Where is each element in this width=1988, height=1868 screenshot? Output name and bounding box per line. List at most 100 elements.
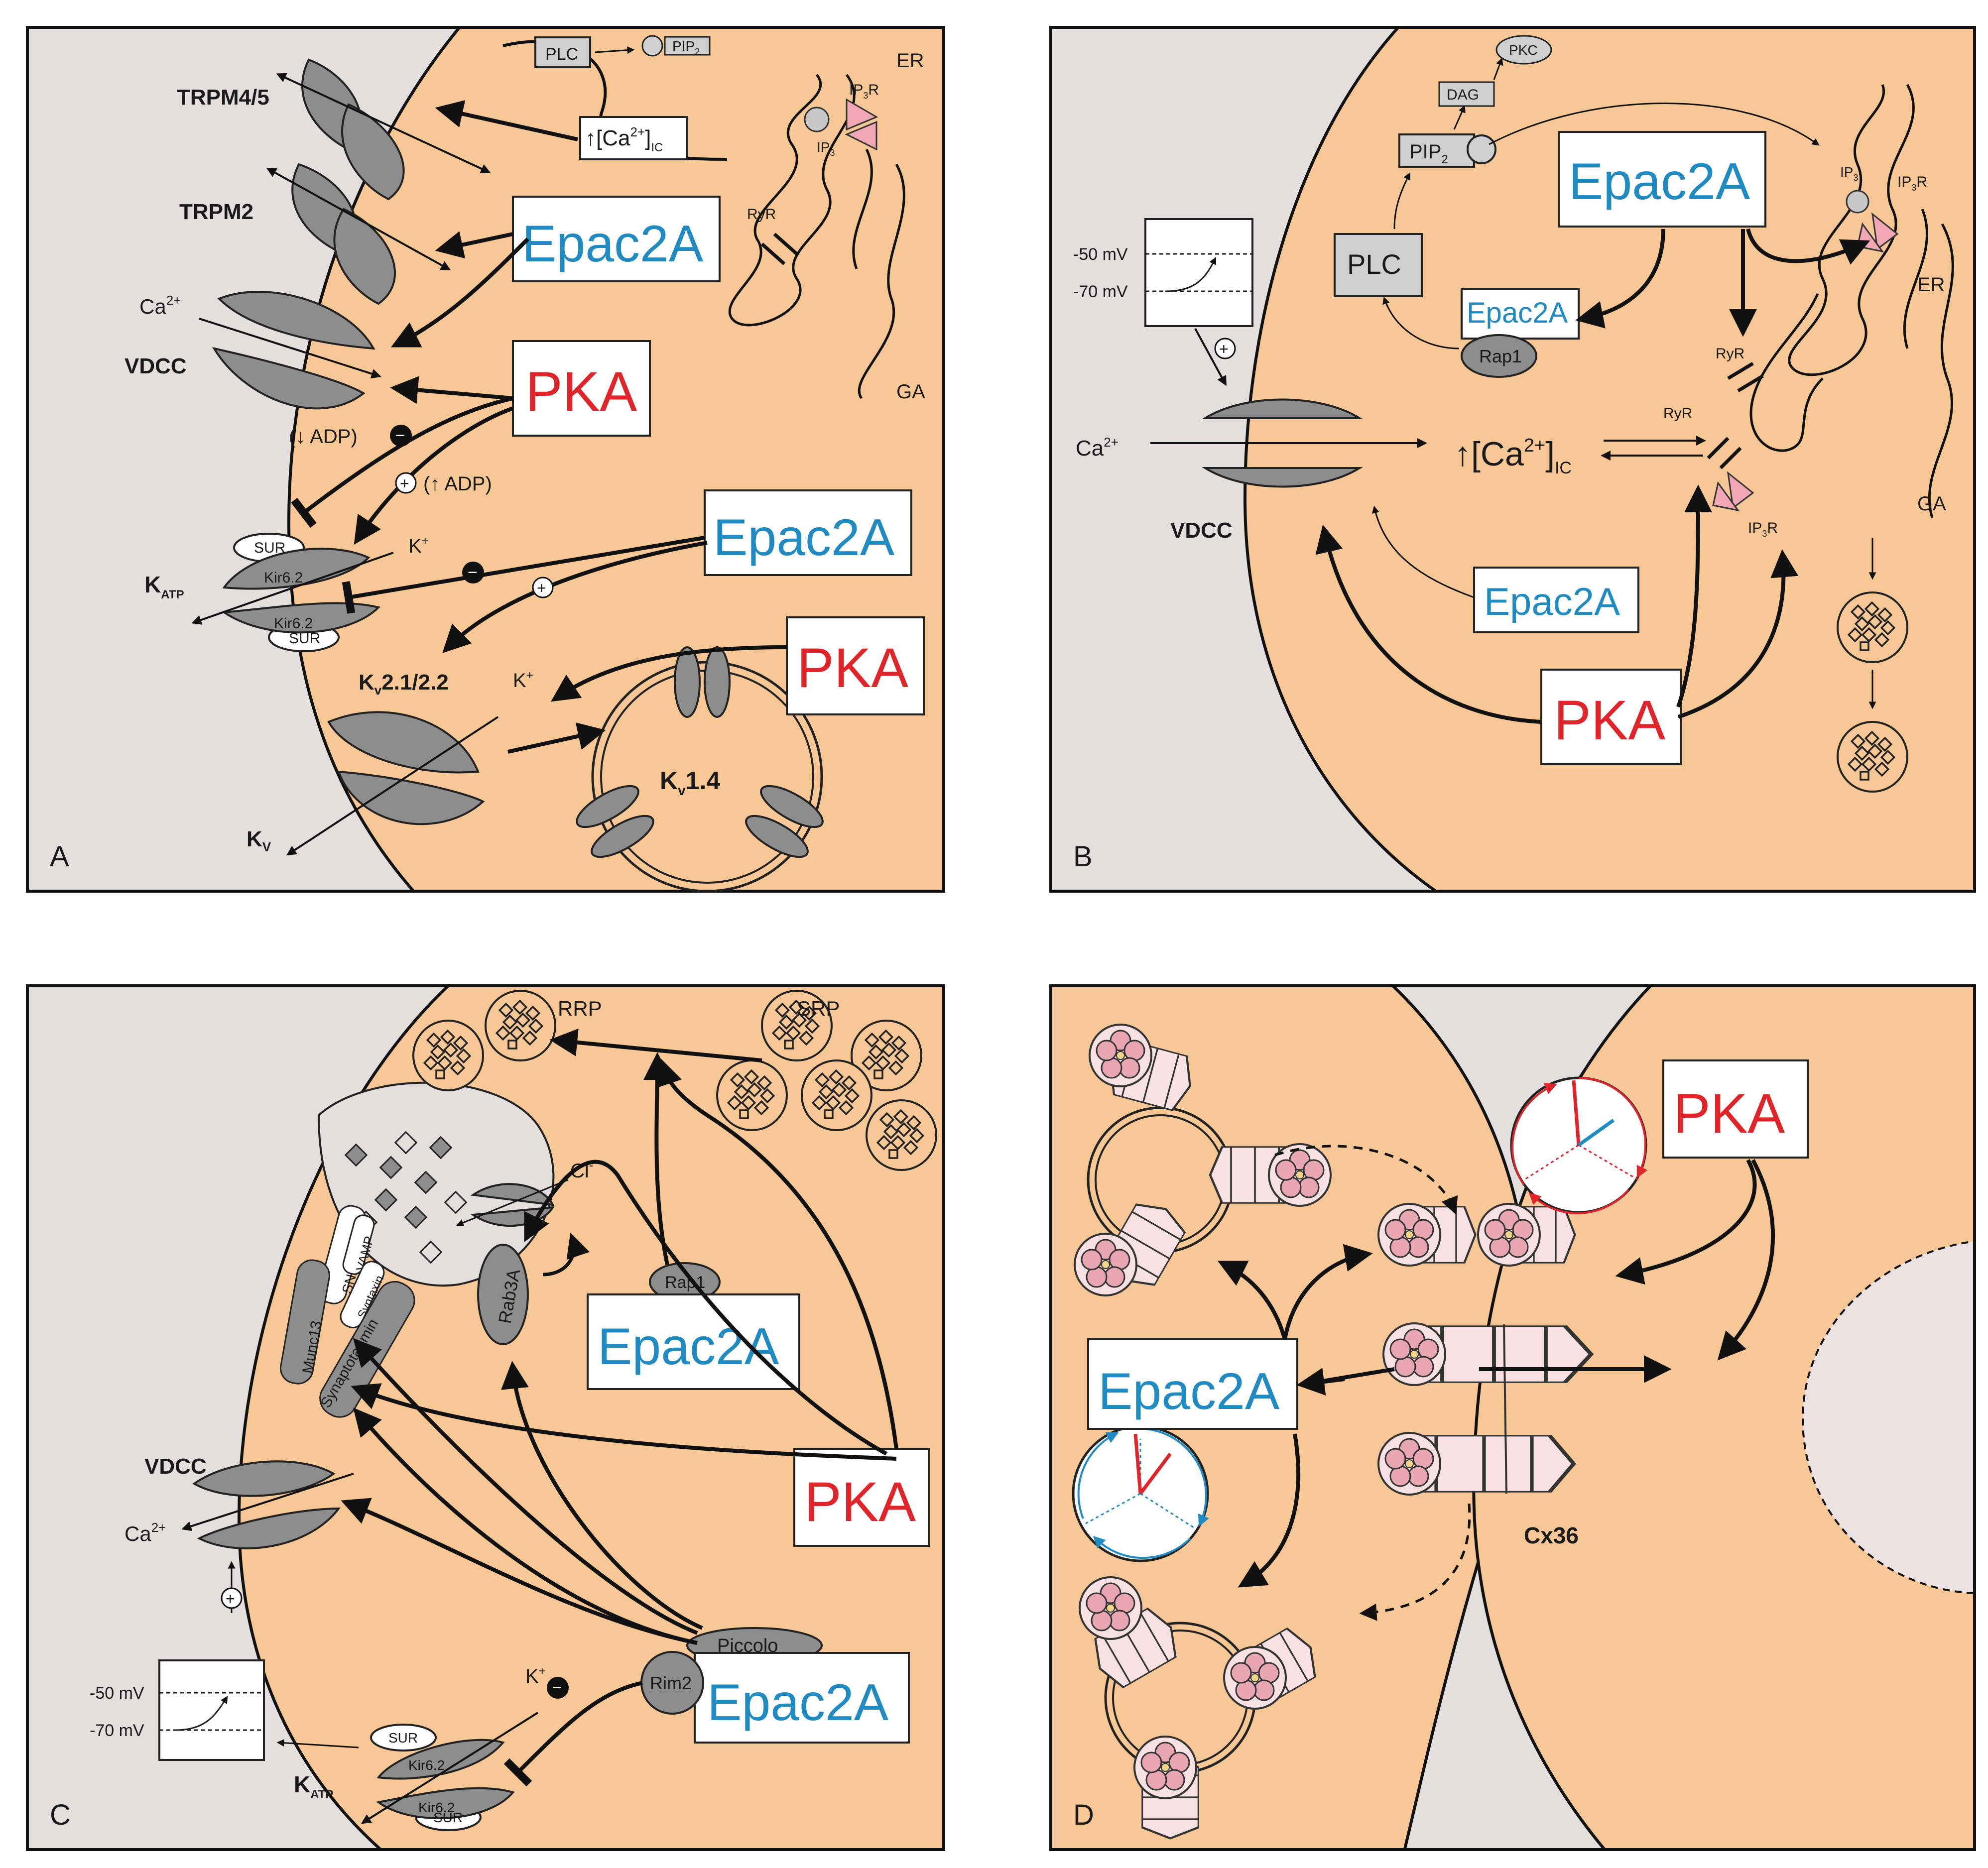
pip2-box-a	[664, 36, 711, 56]
vamp-shape	[342, 1214, 375, 1275]
vdcc-label-a: VDCC	[124, 354, 187, 378]
pka-box-c	[793, 1448, 930, 1547]
minus-badge-c	[547, 1677, 569, 1699]
trpm2-channel	[266, 163, 451, 305]
kv-channel-a	[286, 711, 499, 856]
vdcc-label-b: VDCC	[1170, 518, 1233, 543]
srp-vesicle-3	[716, 1059, 788, 1131]
plus-badge-b	[1214, 338, 1236, 359]
epac2a-label-a2: Epac2A	[713, 509, 895, 567]
membrane-potential-box-c	[158, 1659, 265, 1761]
minus-badge-a2	[462, 562, 484, 584]
ryr-b1	[1727, 361, 1754, 380]
kir-label-c2: Kir6.2	[418, 1800, 455, 1815]
ip3r-label-b2: IP3R	[1748, 520, 1778, 539]
ca-label-b: Ca2+	[1076, 435, 1118, 461]
epac2a-label-b2: Epac2A	[1467, 297, 1568, 329]
kplus-label-c: K+	[525, 1664, 546, 1687]
ip3r-label-b1: IP3R	[1897, 174, 1927, 193]
kir-label-c1: Kir6.2	[408, 1757, 445, 1773]
svg-text:+: +	[226, 1590, 235, 1608]
ryr-b2	[1707, 437, 1730, 460]
vdcc-label-c: VDCC	[144, 1454, 207, 1479]
rap1-b	[1461, 334, 1537, 378]
ip3-label-a: IP3	[817, 139, 835, 158]
minus50-label-c: -50 mV	[90, 1684, 144, 1703]
ryr-label-b1: RyR	[1716, 346, 1744, 362]
panel-a-letter: A	[50, 840, 69, 873]
plc-box-b	[1334, 233, 1423, 297]
dag-label-b: DAG	[1447, 87, 1479, 103]
plc-box-a	[534, 36, 591, 68]
cx36-label: Cx36	[1524, 1522, 1579, 1548]
er-label-a: ER	[896, 50, 924, 72]
ryr-label-b2: RyR	[1663, 405, 1692, 422]
panel-d-letter: D	[1073, 1799, 1094, 1831]
plus-badge-a2	[532, 577, 554, 598]
pka-label-c: PKA	[804, 1471, 916, 1533]
connexon-gj2	[1477, 1203, 1541, 1267]
ip3r-b2	[1727, 471, 1754, 509]
kv14-label: Kv1.4	[660, 767, 720, 798]
vesicle-b1	[1837, 591, 1908, 663]
ca-ic-label-a: ↑[Ca2+]IC	[585, 124, 663, 154]
pip2-label-a: PIP2	[672, 38, 700, 57]
sur-label-a1: SUR	[254, 540, 285, 556]
srp-vesicle-5	[866, 1099, 937, 1171]
epac2a-box-c2	[694, 1652, 910, 1744]
trpm2-label: TRPM2	[179, 200, 253, 224]
plc-label-a: PLC	[545, 45, 578, 64]
kir-label-a2: Kir6.2	[274, 615, 313, 632]
kplus-label-a1: K+	[408, 534, 429, 557]
pka-clock	[1510, 1076, 1648, 1214]
sur-label-c1: SUR	[388, 1730, 418, 1746]
katp-label-c: KATP	[294, 1771, 333, 1801]
epac2a-box-d	[1087, 1338, 1298, 1430]
pka-label-d: PKA	[1673, 1082, 1785, 1145]
arrows-a	[291, 100, 787, 754]
katp-channel-a	[191, 533, 394, 652]
arrows-c	[341, 1028, 898, 1787]
connexon-gj1	[1377, 1203, 1441, 1267]
pka-box-a1	[512, 340, 651, 437]
munc13-shape	[280, 1259, 330, 1385]
panel-d: Epac2A PKA Cx36 D	[1049, 984, 1976, 1851]
ca-label-c: Ca2+	[124, 1520, 166, 1545]
panel-b: -50 mV -70 mV + Ca2+ VDCC ↑[Ca2+]IC PLC …	[1049, 26, 1976, 893]
pip2-box-b	[1398, 133, 1475, 168]
pip2-label-b: PIP2	[1409, 141, 1448, 166]
ip3-ball-a	[804, 107, 830, 132]
svg-text:−: −	[468, 563, 478, 582]
arrows-d	[1217, 1159, 1775, 1588]
pka-label-a1: PKA	[525, 360, 637, 423]
kv21-label: Kv2.1/2.2	[359, 670, 449, 698]
vdcc-channel-a	[199, 291, 381, 410]
vdcc-channel-c	[192, 1460, 336, 1497]
svg-text:+: +	[1219, 340, 1229, 358]
epac2a-label-b3: Epac2A	[1484, 580, 1620, 623]
pka-box-b	[1540, 669, 1682, 765]
trpm45-label: TRPM4/5	[177, 85, 269, 110]
ca-label-a: Ca2+	[139, 293, 181, 318]
pkc-label-b: PKC	[1509, 42, 1538, 58]
rrp-vesicle-2	[485, 990, 556, 1061]
rrp-label: RRP	[558, 997, 602, 1020]
ca-ic-box-a	[579, 116, 688, 160]
vesicle-b2	[1837, 721, 1908, 793]
vdcc-channel-b	[1202, 398, 1363, 419]
pka-box-a2	[786, 616, 925, 715]
epac2a-label-a1: Epac2A	[522, 215, 704, 273]
srp-label: SRP	[797, 997, 840, 1020]
adp-down-label: (↓ ADP)	[289, 426, 358, 448]
ga-label-b: GA	[1917, 493, 1946, 515]
ca-ic-label-b: ↑[Ca2+]IC	[1454, 435, 1572, 477]
minus-badge-a1	[390, 425, 412, 447]
panel-c-letter: C	[50, 1799, 71, 1831]
granule-contents	[344, 1131, 468, 1264]
ip3r-b1	[1871, 212, 1899, 250]
ryr-label-a: RyR	[747, 206, 776, 223]
minus70-label-c: -70 mV	[90, 1721, 144, 1740]
epac2a-box-b3	[1473, 567, 1639, 633]
adp-up-label: (↑ ADP)	[423, 473, 492, 495]
